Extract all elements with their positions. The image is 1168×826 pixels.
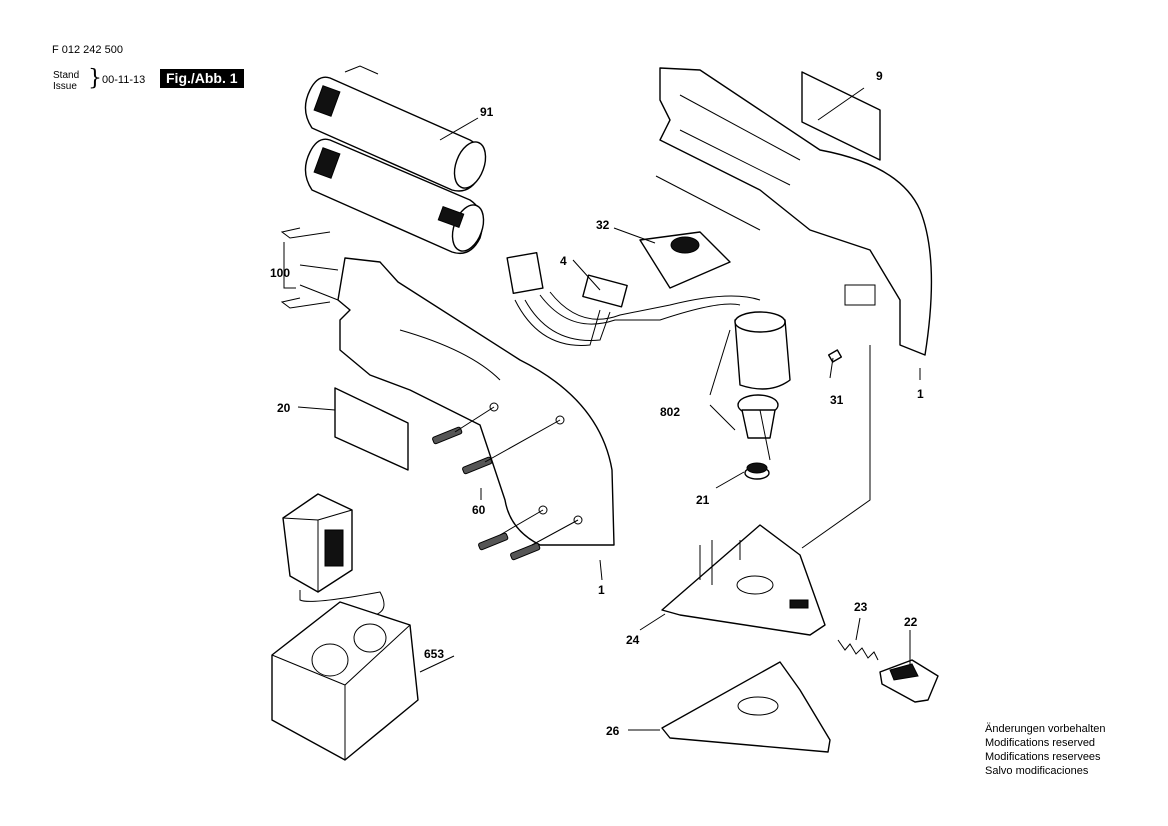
callout-91: 91 bbox=[480, 105, 494, 119]
note-fr: Modifications reservees bbox=[985, 751, 1101, 763]
motor bbox=[734, 311, 791, 439]
charger-transformer bbox=[282, 493, 385, 616]
note-de: Änderungen vorbehalten bbox=[985, 723, 1106, 735]
charger-base bbox=[271, 601, 419, 761]
callout-1-left: 1 bbox=[598, 583, 605, 597]
callout-60: 60 bbox=[472, 503, 486, 517]
callout-32: 32 bbox=[596, 218, 610, 232]
stand-issue-label: Stand Issue bbox=[53, 70, 79, 92]
callout-1-right: 1 bbox=[917, 387, 924, 401]
leader-lines bbox=[283, 87, 921, 731]
type-label bbox=[334, 387, 409, 471]
callout-23: 23 bbox=[854, 600, 868, 614]
callout-26: 26 bbox=[606, 724, 620, 738]
spring-clips bbox=[280, 227, 331, 309]
callout-22: 22 bbox=[904, 615, 918, 629]
battery-pack-lower bbox=[304, 138, 485, 255]
callout-802: 802 bbox=[660, 405, 680, 419]
callout-4: 4 bbox=[560, 254, 567, 268]
issue-date: 00-11-13 bbox=[102, 74, 146, 86]
callout-31: 31 bbox=[830, 393, 844, 407]
spring bbox=[837, 639, 879, 661]
note-en: Modifications reserved bbox=[985, 737, 1096, 749]
housing-half-right bbox=[659, 67, 933, 356]
modification-notes: Änderungen vorbehalten Modifications res… bbox=[985, 722, 1105, 778]
issue-label: Issue bbox=[53, 81, 77, 92]
callout-21: 21 bbox=[696, 493, 710, 507]
callout-24: 24 bbox=[626, 633, 640, 647]
rating-plate bbox=[801, 71, 881, 161]
callout-100: 100 bbox=[270, 266, 290, 280]
brace-glyph: } bbox=[88, 66, 102, 91]
callout-653: 653 bbox=[424, 647, 444, 661]
callout-20: 20 bbox=[277, 401, 291, 415]
callout-9: 9 bbox=[876, 69, 883, 83]
stand-label: Stand bbox=[53, 70, 80, 81]
switch-and-wiring bbox=[506, 251, 761, 346]
screws bbox=[432, 406, 579, 561]
pin bbox=[827, 349, 843, 363]
release-lever bbox=[879, 659, 939, 703]
figure-badge: Fig./Abb. 1 bbox=[160, 69, 244, 88]
switch-slider bbox=[639, 231, 731, 289]
base-plate bbox=[661, 524, 826, 636]
housing-half-left bbox=[337, 257, 615, 546]
document-number: F 012 242 500 bbox=[52, 44, 123, 56]
sanding-pad bbox=[661, 661, 831, 753]
bearing bbox=[744, 462, 770, 480]
battery-pack-upper bbox=[304, 65, 487, 192]
note-es: Salvo modificaciones bbox=[985, 765, 1089, 777]
